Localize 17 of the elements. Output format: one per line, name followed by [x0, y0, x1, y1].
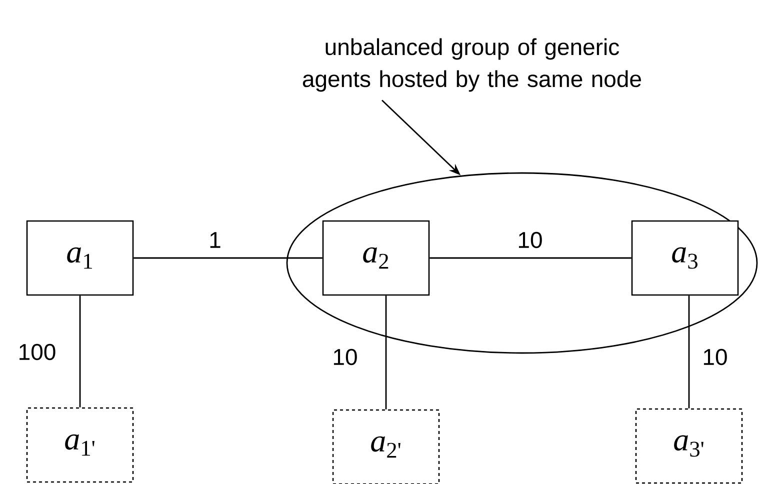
- edge-label: 100: [16, 342, 58, 362]
- dashed-agent-box: a$_{3'}$: [635, 408, 743, 484]
- connector-line: [385, 296, 387, 410]
- edge-label: 10: [516, 230, 544, 250]
- callout-text: unbalanced group of generic agents hosted by the same node: [302, 38, 641, 92]
- connector-line: [79, 296, 81, 408]
- dashed-agent-box: a$_{1'}$: [26, 407, 134, 483]
- agent-box: a$_{2}$: [322, 220, 430, 296]
- connector-line: [688, 296, 690, 408]
- connector-line: [134, 257, 322, 259]
- connector-line: [430, 257, 632, 259]
- edge-label: 10: [331, 348, 359, 366]
- agent-box: a$_{3}$: [631, 220, 739, 296]
- edge-label: 10: [701, 348, 729, 366]
- edge-label: 1: [208, 231, 222, 249]
- dashed-agent-box: a$_{2'}$: [332, 409, 440, 484]
- agent-box: a$_{1}$: [26, 220, 134, 296]
